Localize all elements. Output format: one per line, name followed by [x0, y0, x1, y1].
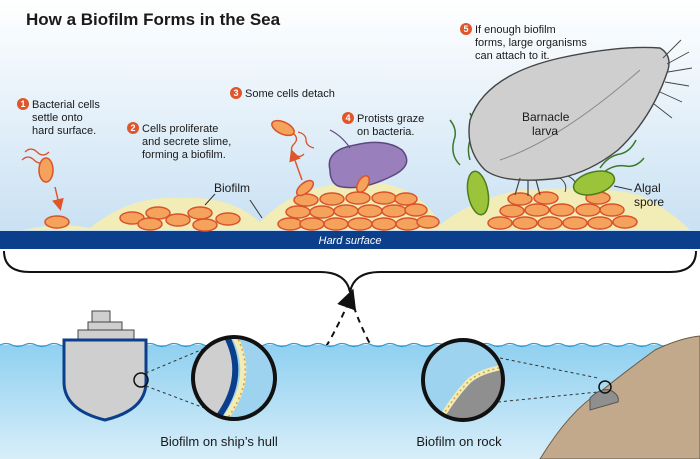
step-5-line-3: can attach to it. [475, 50, 550, 62]
dashed-arrow-right [351, 299, 431, 382]
step-1-line-3: hard surface. [32, 125, 96, 137]
hard-surface-bar [0, 231, 700, 249]
coastline-rock [539, 335, 700, 459]
step-4-line-2: on bacteria. [357, 126, 414, 138]
step-4-line-1: Protists graze [357, 113, 424, 125]
step-4-badge [342, 112, 354, 124]
step-2-badge [127, 122, 139, 134]
hull-caption: Biofilm on ship’s hull [160, 434, 278, 449]
step-4-number: 4 [345, 113, 350, 123]
rock-magnifier [421, 338, 599, 422]
step-3-badge [230, 87, 242, 99]
step-5-badge [460, 23, 472, 35]
brace [3, 250, 697, 293]
algal-label-line2: spore [634, 195, 664, 209]
barnacle-label-line1: Barnacle [522, 110, 570, 124]
step-3: 3 Some cells detach [230, 87, 335, 100]
barnacle-larva [468, 39, 693, 196]
step-1-number: 1 [20, 99, 25, 109]
bacterial-cells-cluster-2 [277, 179, 440, 231]
step-5: 5 If enough biofilm forms, large organis… [460, 23, 587, 62]
rock-caption: Biofilm on rock [416, 434, 502, 449]
bacterial-cells-cluster-3 [487, 191, 638, 230]
step-1-line-2: settle onto [32, 112, 83, 124]
biofilm-pointer-right [249, 199, 263, 219]
algal-spore [572, 139, 645, 196]
biofilm-pointer-left [204, 193, 216, 206]
step-2-line-3: forming a biofilm. [142, 149, 226, 161]
step-1: 1 Bacterial cells settle onto hard surfa… [17, 98, 100, 137]
hull-magnifier [191, 335, 277, 421]
hard-surface-label: Hard surface [319, 235, 382, 247]
step-1-line-1: Bacterial cells [32, 99, 100, 111]
step3-detaching-cell [271, 119, 315, 181]
step-3-number: 3 [233, 88, 238, 98]
barnacle-label-line2: larva [532, 124, 558, 138]
step-2-number: 2 [130, 123, 135, 133]
step-5-line-1: If enough biofilm [475, 24, 556, 36]
algal-label-line1: Algal [634, 181, 661, 195]
step-2-line-1: Cells proliferate [142, 123, 218, 135]
bacterial-cells-cluster-1 [44, 206, 241, 232]
ship [62, 310, 216, 422]
step-1-badge [17, 98, 29, 110]
step-5-number: 5 [463, 24, 468, 34]
step-5-line-2: forms, large organisms [475, 37, 587, 49]
biofilm-label: Biofilm [214, 181, 250, 195]
step1-free-cell [21, 148, 64, 211]
step-2: 2 Cells proliferate and secrete slime, f… [127, 122, 231, 161]
step-4: 4 Protists graze on bacteria. [342, 112, 424, 138]
step-3-line-1: Some cells detach [245, 88, 335, 100]
protist [328, 129, 408, 193]
page-title: How a Biofilm Forms in the Sea [26, 10, 281, 29]
step-2-line-2: and secrete slime, [142, 136, 231, 148]
